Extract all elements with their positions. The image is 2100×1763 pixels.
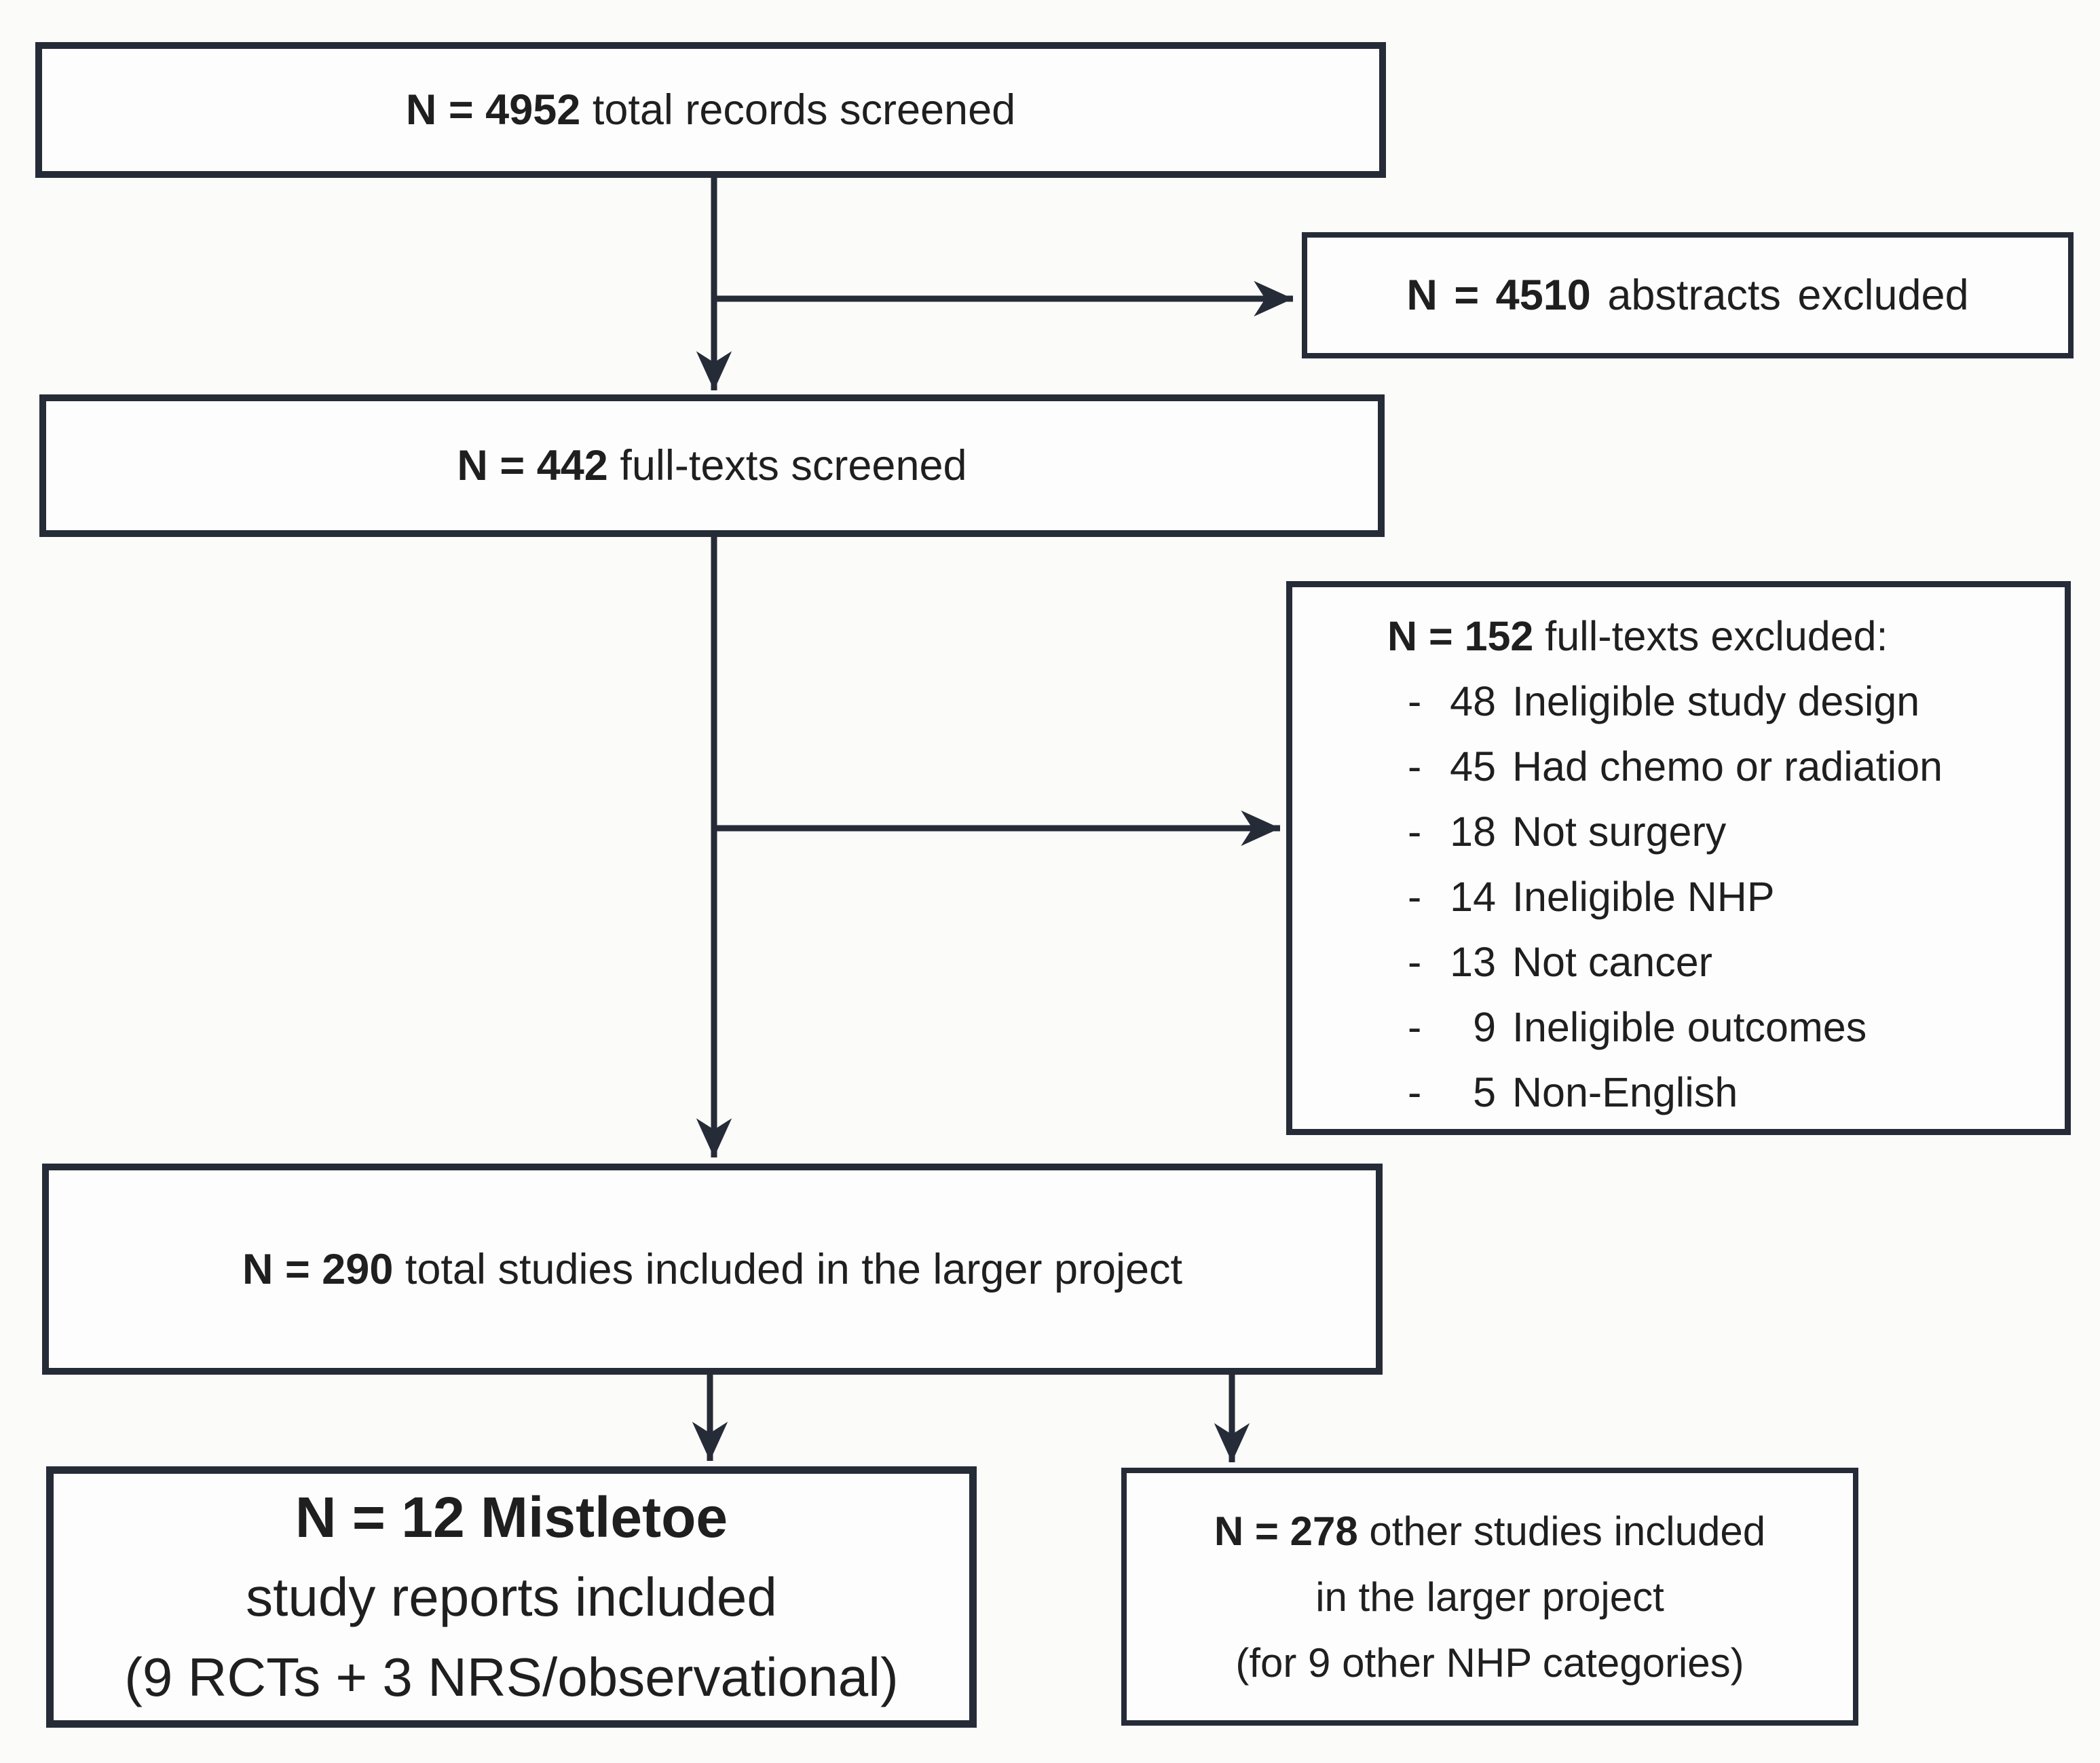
included-total-count: N = 290 — [242, 1245, 394, 1293]
exclusion-item-count: 18 — [1450, 809, 1496, 855]
box-fulltexts-screened: N = 442 full-texts screened — [39, 394, 1385, 537]
exclusion-item-label: Ineligible study design — [1512, 678, 1920, 724]
bullet-dash: - — [1408, 809, 1422, 855]
mistletoe-description-line: study reports included — [246, 1566, 777, 1627]
box-fulltexts-excluded: N = 152 full-texts excluded: - 48 Inelig… — [1286, 581, 2071, 1135]
exclusion-item: - 5 Non-English — [1292, 1060, 2065, 1125]
bullet-dash: - — [1408, 939, 1422, 985]
other-studies-count: N = 278 — [1214, 1508, 1358, 1554]
other-studies-count-line: N = 278 other studies included — [1214, 1498, 1765, 1564]
box-mistletoe-included: N = 12 Mistletoe study reports included … — [46, 1466, 977, 1728]
box-included-total: N = 290 total studies included in the la… — [42, 1164, 1383, 1375]
other-studies-line2: in the larger project — [1315, 1574, 1664, 1620]
mistletoe-breakdown-line: (9 RCTs + 3 NRS/observational) — [124, 1646, 899, 1707]
abstracts-excluded-label: N = 4510 abstracts excluded — [1406, 271, 1968, 320]
exclusion-item: - 9 Ineligible outcomes — [1292, 995, 2065, 1060]
records-screened-text: total records screened — [580, 86, 1016, 134]
fulltexts-excluded-count: N = 152 — [1387, 613, 1534, 659]
box-abstracts-excluded: N = 4510 abstracts excluded — [1302, 232, 2074, 358]
bullet-dash: - — [1408, 678, 1422, 724]
bullet-dash: - — [1408, 743, 1422, 790]
other-studies-text: other studies included — [1357, 1508, 1766, 1554]
included-total-text: total studies included in the larger pro… — [393, 1245, 1183, 1293]
exclusion-item: - 45 Had chemo or radiation — [1292, 734, 2065, 799]
abstracts-excluded-text: abstracts excluded — [1590, 272, 1969, 319]
exclusion-item-count: 14 — [1450, 874, 1496, 920]
exclusion-item: - 18 Not surgery — [1292, 799, 2065, 864]
exclusion-item-label: Ineligible outcomes — [1512, 1004, 1867, 1050]
exclusion-item: - 13 Not cancer — [1292, 929, 2065, 995]
bullet-dash: - — [1408, 1069, 1422, 1115]
exclusion-item-count: 45 — [1450, 743, 1496, 790]
abstracts-excluded-count: N = 4510 — [1406, 272, 1591, 319]
fulltexts-screened-text: full-texts screened — [607, 442, 967, 489]
records-screened-label: N = 4952 total records screened — [406, 86, 1015, 134]
records-screened-count: N = 4952 — [405, 86, 581, 134]
exclusion-item-label: Not cancer — [1512, 939, 1712, 985]
fulltexts-excluded-title: N = 152 full-texts excluded: — [1292, 604, 2065, 669]
fulltexts-excluded-text: full-texts excluded: — [1533, 613, 1888, 659]
exclusion-item-count: 48 — [1450, 678, 1496, 724]
exclusion-item-label: Non-English — [1512, 1069, 1738, 1115]
exclusion-item: - 14 Ineligible NHP — [1292, 864, 2065, 929]
exclusion-item-label: Had chemo or radiation — [1512, 743, 1943, 790]
other-studies-line3: (for 9 other NHP categories) — [1235, 1639, 1744, 1686]
exclusion-item-label: Ineligible NHP — [1512, 874, 1775, 920]
exclusion-item-count: 13 — [1450, 939, 1496, 985]
fulltexts-screened-count: N = 442 — [457, 442, 608, 489]
bullet-dash: - — [1408, 874, 1422, 920]
exclusion-item-count: 9 — [1473, 1004, 1496, 1050]
included-total-label: N = 290 total studies included in the la… — [242, 1245, 1182, 1294]
mistletoe-count-line: N = 12 Mistletoe — [295, 1485, 728, 1549]
box-other-studies: N = 278 other studies included in the la… — [1121, 1468, 1858, 1726]
exclusion-item-count: 5 — [1473, 1069, 1496, 1115]
fulltexts-screened-label: N = 442 full-texts screened — [457, 441, 967, 490]
exclusion-item: - 48 Ineligible study design — [1292, 669, 2065, 734]
exclusion-item-label: Not surgery — [1512, 809, 1727, 855]
bullet-dash: - — [1408, 1004, 1422, 1050]
box-records-screened: N = 4952 total records screened — [35, 42, 1386, 178]
